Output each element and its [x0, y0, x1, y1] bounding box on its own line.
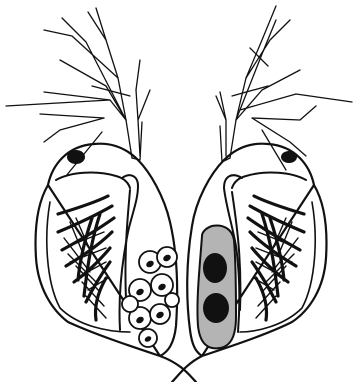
amictic-egg [122, 296, 138, 312]
amictic-egg [165, 293, 179, 307]
right-ephippium [197, 226, 236, 349]
right-compound-eye [281, 151, 297, 163]
daphnia-left [6, 8, 196, 382]
resting-egg [203, 253, 227, 283]
right-antennae [216, 6, 352, 170]
daphnia-right [172, 6, 352, 382]
resting-egg [203, 293, 229, 323]
left-head-shield [56, 173, 130, 188]
left-compound-eye [67, 150, 85, 164]
right-head-shield [232, 173, 306, 188]
